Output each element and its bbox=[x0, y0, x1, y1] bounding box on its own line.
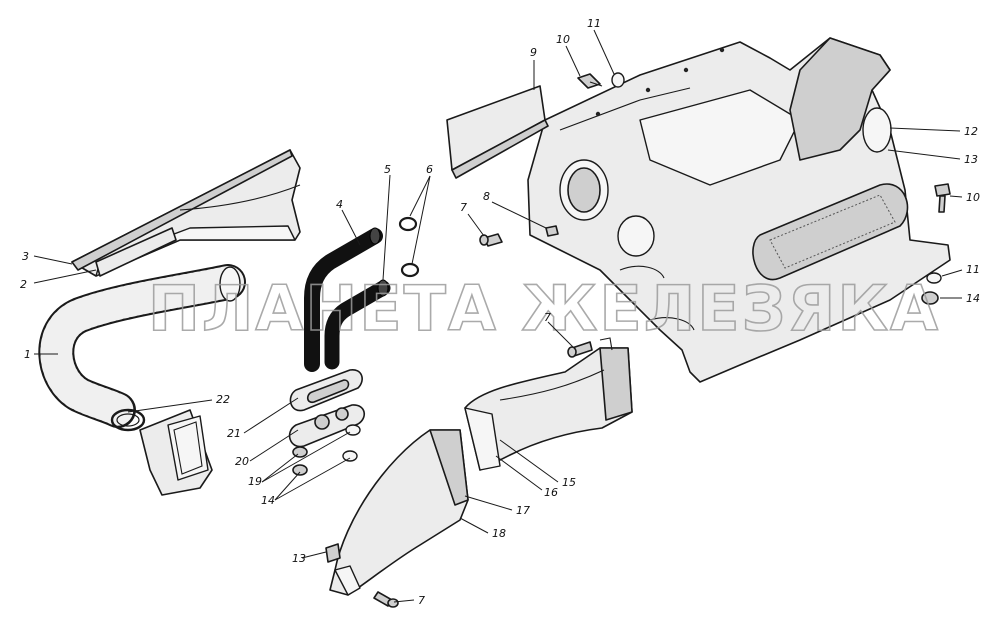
part-small-clamps bbox=[398, 216, 420, 278]
part-heater-housing bbox=[527, 37, 951, 383]
callout-20: 20 bbox=[235, 455, 249, 468]
callout-17: 17 bbox=[516, 504, 530, 517]
part-washer-11-top bbox=[611, 72, 625, 88]
callout-13-lower: 13 bbox=[292, 552, 306, 565]
part-duct-15 bbox=[464, 337, 633, 471]
callout-7-mid: 7 bbox=[544, 311, 551, 324]
part-top-flap bbox=[446, 85, 549, 179]
callout-5: 5 bbox=[384, 163, 391, 176]
part-tube-4 bbox=[304, 227, 383, 372]
part-flange-20 bbox=[288, 404, 365, 448]
part-screw-7-mid bbox=[567, 341, 593, 358]
callout-22: 22 bbox=[216, 393, 230, 406]
part-screw-7-left bbox=[479, 233, 503, 247]
part-clip-8 bbox=[545, 225, 559, 237]
callout-3: 3 bbox=[22, 250, 29, 263]
callout-13-right: 13 bbox=[964, 153, 978, 166]
part-bolt-10-right bbox=[934, 183, 951, 213]
part-washer-11-right bbox=[926, 272, 942, 284]
callout-7-lower: 7 bbox=[418, 594, 425, 607]
watermark-text: ПЛАНЕТА ЖЕЛЕЗЯКА bbox=[148, 272, 940, 345]
callout-7-left: 7 bbox=[460, 201, 467, 214]
callout-15: 15 bbox=[562, 476, 576, 489]
part-hose-clamp bbox=[110, 408, 146, 432]
part-nut-14-right bbox=[921, 291, 939, 305]
callout-11-right: 11 bbox=[966, 263, 980, 276]
callout-6: 6 bbox=[426, 163, 433, 176]
callout-10-top: 10 bbox=[556, 33, 570, 46]
part-washers-nuts-left bbox=[292, 424, 361, 476]
callout-1: 1 bbox=[24, 348, 31, 361]
part-tube-5 bbox=[324, 279, 391, 370]
callout-2: 2 bbox=[20, 278, 27, 291]
leader-lines bbox=[33, 29, 963, 603]
callout-14-left: 14 bbox=[261, 494, 275, 507]
callout-12: 12 bbox=[964, 125, 978, 138]
part-clip-lower bbox=[325, 543, 341, 563]
callout-4: 4 bbox=[336, 198, 343, 211]
callout-8: 8 bbox=[483, 190, 490, 203]
part-channel-bracket bbox=[71, 149, 301, 277]
callout-14-right: 14 bbox=[966, 292, 980, 305]
callout-10-right: 10 bbox=[966, 191, 980, 204]
callout-21: 21 bbox=[227, 427, 241, 440]
part-deflector-18 bbox=[329, 429, 469, 596]
part-bolt-10-top bbox=[577, 73, 603, 89]
callout-11-top: 11 bbox=[587, 17, 601, 30]
part-flange-21 bbox=[289, 369, 363, 412]
callout-9: 9 bbox=[530, 46, 537, 59]
callout-18: 18 bbox=[492, 527, 506, 540]
callout-16: 16 bbox=[544, 486, 558, 499]
part-corrugated-hose bbox=[38, 264, 246, 428]
part-nozzle bbox=[139, 409, 213, 496]
part-screw-lower bbox=[373, 591, 399, 608]
callout-19: 19 bbox=[248, 475, 262, 488]
callout-numbers: 1 2 3 4 5 6 7 7 7 8 9 10 10 11 11 12 13 … bbox=[20, 17, 980, 607]
